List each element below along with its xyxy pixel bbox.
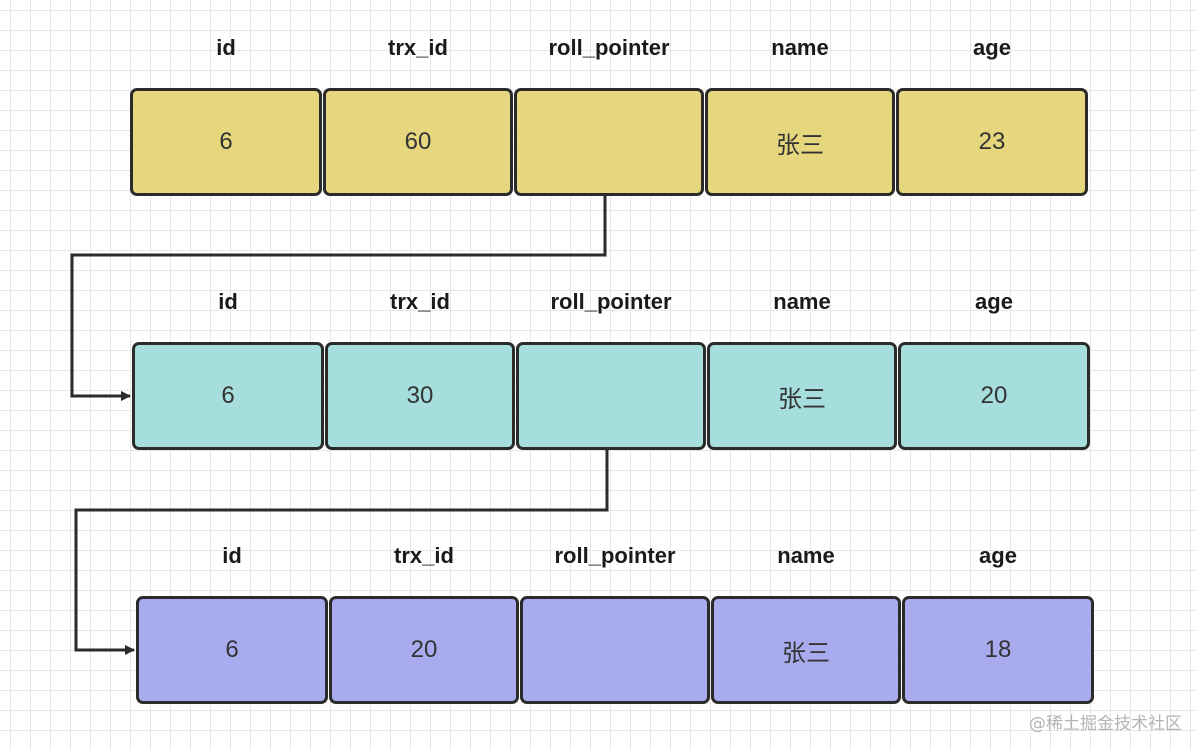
row-1-roll-pointer-cell (514, 88, 704, 196)
watermark: @稀土掘金技术社区 (1029, 714, 1182, 734)
row-1-trx-id-cell: 60 (323, 88, 513, 196)
column-header-id: id (216, 35, 236, 60)
column-header-roll-pointer: roll_pointer (548, 35, 670, 60)
row-3-age-cell: 18 (902, 596, 1094, 704)
column-header-name: name (773, 289, 831, 314)
column-header-trx-id: trx_id (388, 35, 448, 60)
column-header-id: id (218, 289, 238, 314)
row-1-name-cell: 张三 (705, 88, 895, 196)
row-3-trx-id-cell: 20 (329, 596, 519, 704)
column-header-age: age (973, 35, 1011, 60)
roll-pointer-arrow-1 (70, 196, 607, 401)
row-3-id-cell: 6 (136, 596, 328, 704)
roll-pointer-arrow-2 (74, 450, 609, 655)
row-2-trx-id-cell: 30 (325, 342, 515, 450)
column-header-roll-pointer: roll_pointer (554, 543, 676, 568)
column-header-age: age (975, 289, 1013, 314)
row-2-roll-pointer-cell (516, 342, 706, 450)
row-3-name-cell: 张三 (711, 596, 901, 704)
row-2-id-cell: 6 (132, 342, 324, 450)
column-header-name: name (771, 35, 829, 60)
column-header-age: age (979, 543, 1017, 568)
column-header-roll-pointer: roll_pointer (550, 289, 672, 314)
row-1-id-cell: 6 (130, 88, 322, 196)
column-header-trx-id: trx_id (390, 289, 450, 314)
row-2-age-cell: 20 (898, 342, 1090, 450)
row-1-age-cell: 23 (896, 88, 1088, 196)
row-2-name-cell: 张三 (707, 342, 897, 450)
column-header-trx-id: trx_id (394, 543, 454, 568)
column-header-name: name (777, 543, 835, 568)
row-3-roll-pointer-cell (520, 596, 710, 704)
column-header-id: id (222, 543, 242, 568)
